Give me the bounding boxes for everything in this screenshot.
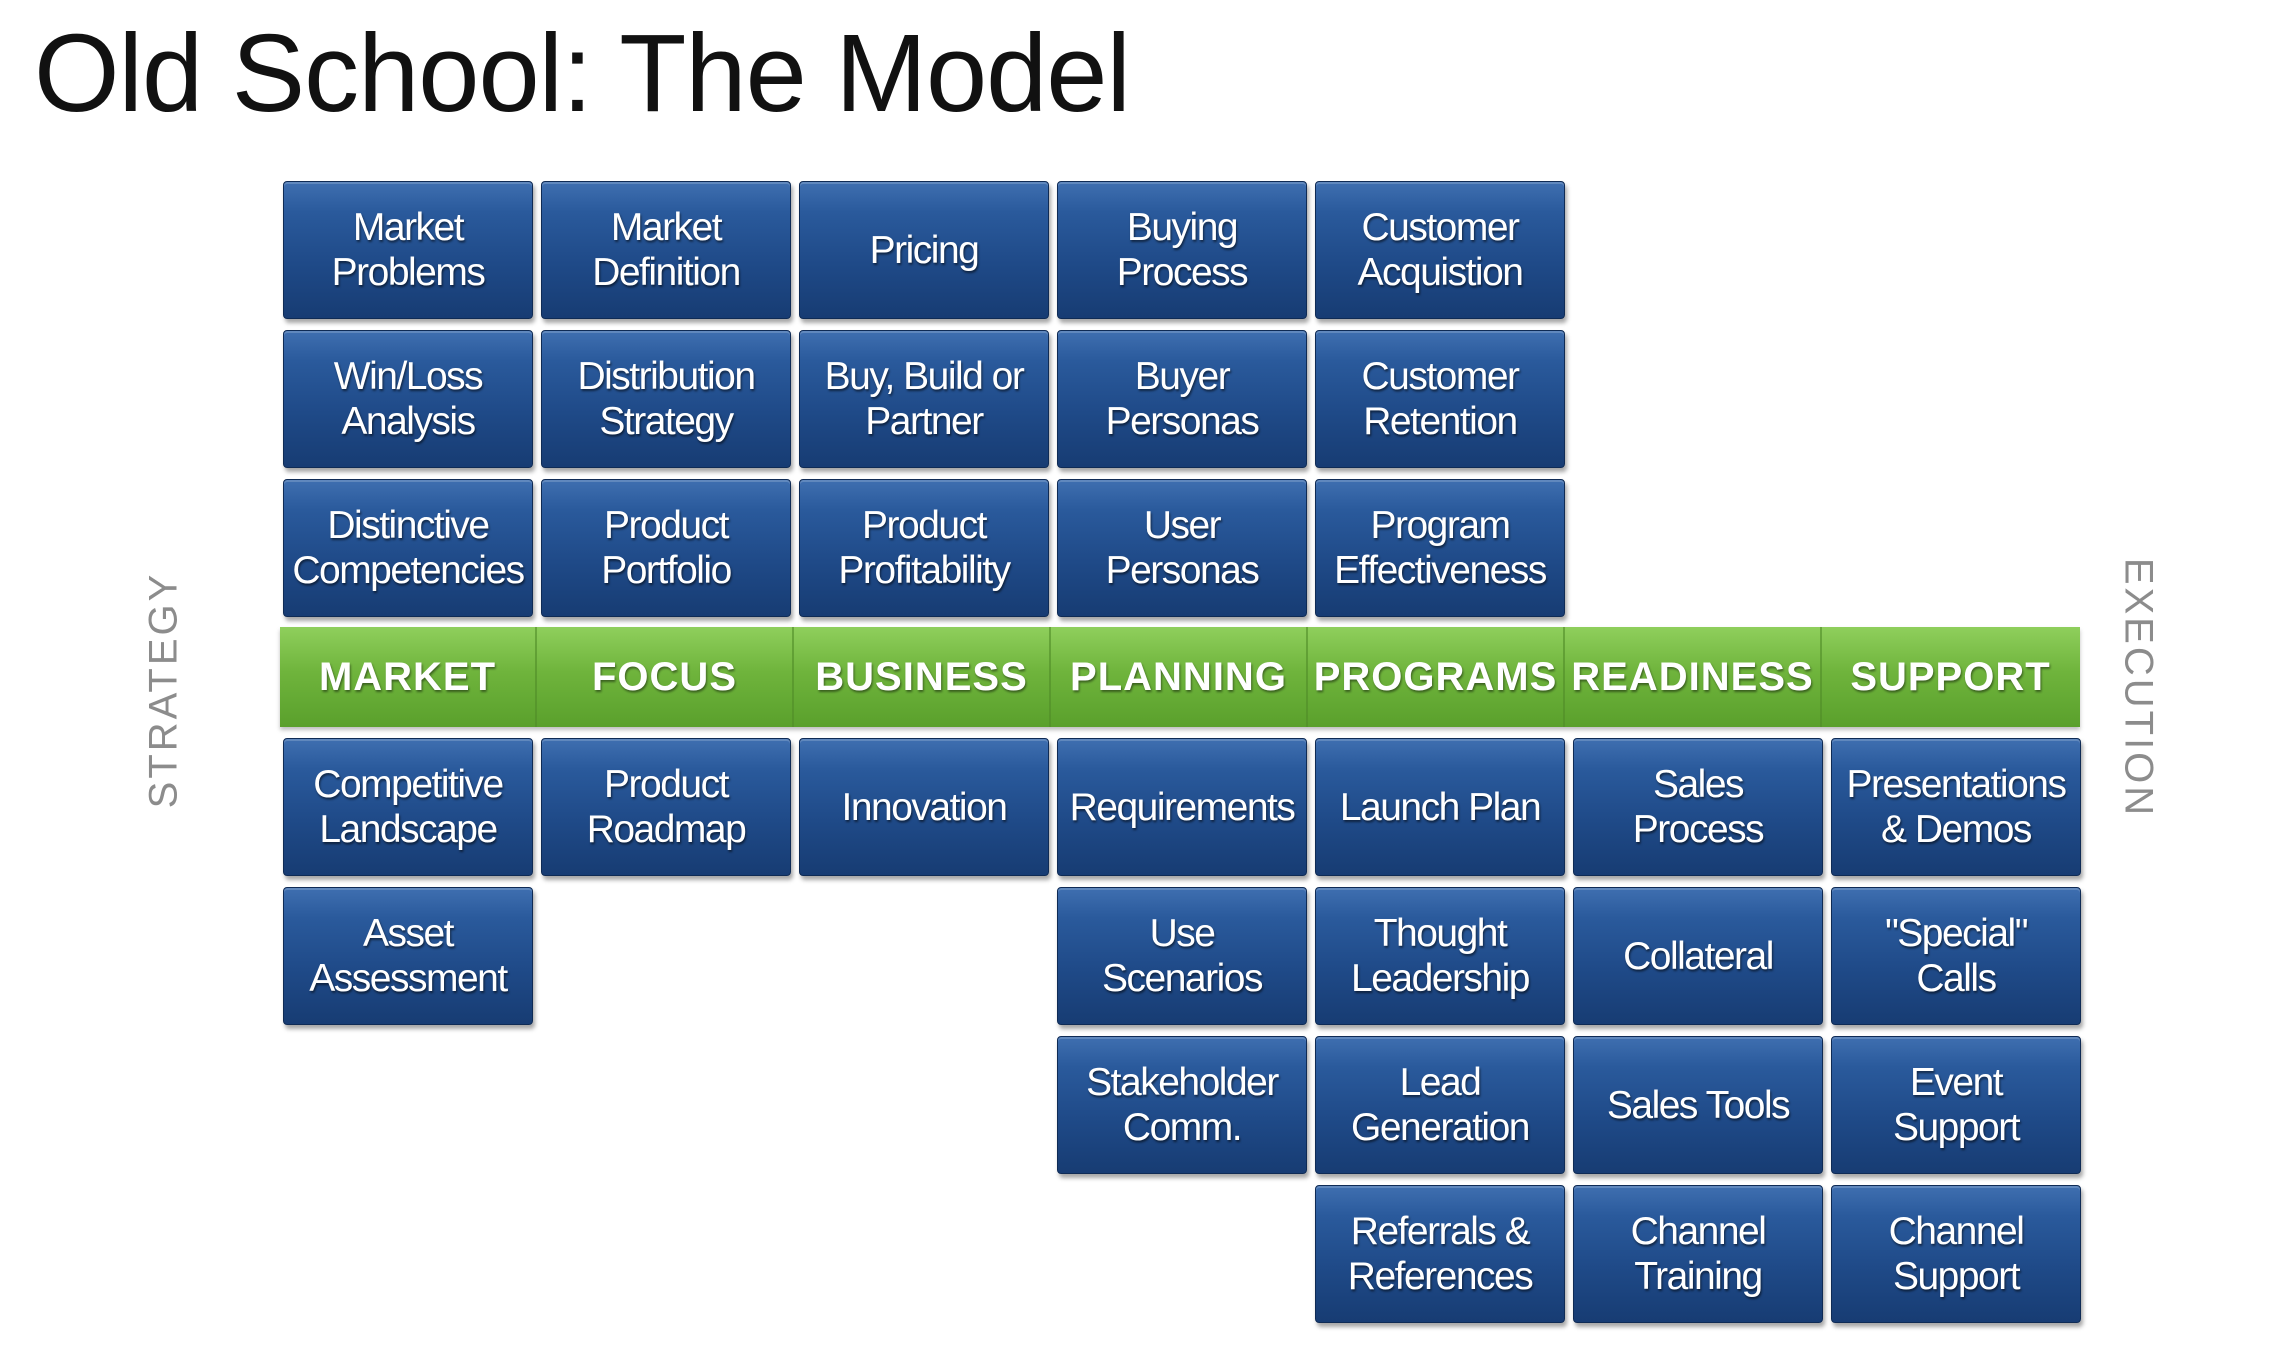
page-title: Old School: The Model	[34, 12, 1131, 135]
tile-special-calls: "Special" Calls	[1831, 887, 2081, 1025]
tile-market-definition: Market Definition	[541, 181, 791, 319]
tile-use-scenarios: Use Scenarios	[1057, 887, 1307, 1025]
tile-innovation: Innovation	[799, 738, 1049, 876]
tile-customer-retention: Customer Retention	[1315, 330, 1565, 468]
tile-win-loss-analysis: Win/Loss Analysis	[283, 330, 533, 468]
strategy-axis-label: STRATEGY	[141, 571, 186, 809]
tile-sales-process: Sales Process	[1573, 738, 1823, 876]
category-support: SUPPORT	[1850, 654, 2051, 699]
category-focus: FOCUS	[537, 627, 794, 727]
category-market: MARKET	[280, 627, 537, 727]
tile-buy-build-partner: Buy, Build or Partner	[799, 330, 1049, 468]
tile-collateral: Collateral	[1573, 887, 1823, 1025]
tile-distinctive-competencies: Distinctive Competencies	[283, 479, 533, 617]
tile-product-profitability: Product Profitability	[799, 479, 1049, 617]
tile-product-roadmap: Product Roadmap	[541, 738, 791, 876]
tile-asset-assessment: Asset Assessment	[283, 887, 533, 1025]
tile-sales-tools: Sales Tools	[1573, 1036, 1823, 1174]
tile-buying-process: Buying Process	[1057, 181, 1307, 319]
tile-customer-acquisition: Customer Acquistion	[1315, 181, 1565, 319]
tile-competitive-landscape: Competitive Landscape	[283, 738, 533, 876]
tile-product-portfolio: Product Portfolio	[541, 479, 791, 617]
tile-pricing: Pricing	[799, 181, 1049, 319]
tile-market-problems: Market Problems	[283, 181, 533, 319]
category-programs: PROGRAMS	[1308, 627, 1565, 727]
category-readiness: READINESS	[1565, 627, 1822, 727]
tile-presentations-demos: Presentations & Demos	[1831, 738, 2081, 876]
tile-stakeholder-comm: Stakeholder Comm.	[1057, 1036, 1307, 1174]
tile-distribution-strategy: Distribution Strategy	[541, 330, 791, 468]
execution-axis-label: EXECUTION	[2116, 557, 2161, 819]
category-business: BUSINESS	[794, 627, 1051, 727]
tile-event-support: Event Support	[1831, 1036, 2081, 1174]
category-band: MARKET FOCUS BUSINESS PLANNING PROGRAMS …	[280, 627, 2080, 727]
tile-launch-plan: Launch Plan	[1315, 738, 1565, 876]
tile-buyer-personas: Buyer Personas	[1057, 330, 1307, 468]
tile-thought-leadership: Thought Leadership	[1315, 887, 1565, 1025]
tile-channel-support: Channel Support	[1831, 1185, 2081, 1323]
tile-lead-generation: Lead Generation	[1315, 1036, 1565, 1174]
tile-requirements: Requirements	[1057, 738, 1307, 876]
tile-channel-training: Channel Training	[1573, 1185, 1823, 1323]
tile-user-personas: User Personas	[1057, 479, 1307, 617]
tile-referrals-references: Referrals & References	[1315, 1185, 1565, 1323]
category-planning: PLANNING	[1051, 627, 1308, 727]
tile-program-effectiveness: Program Effectiveness	[1315, 479, 1565, 617]
